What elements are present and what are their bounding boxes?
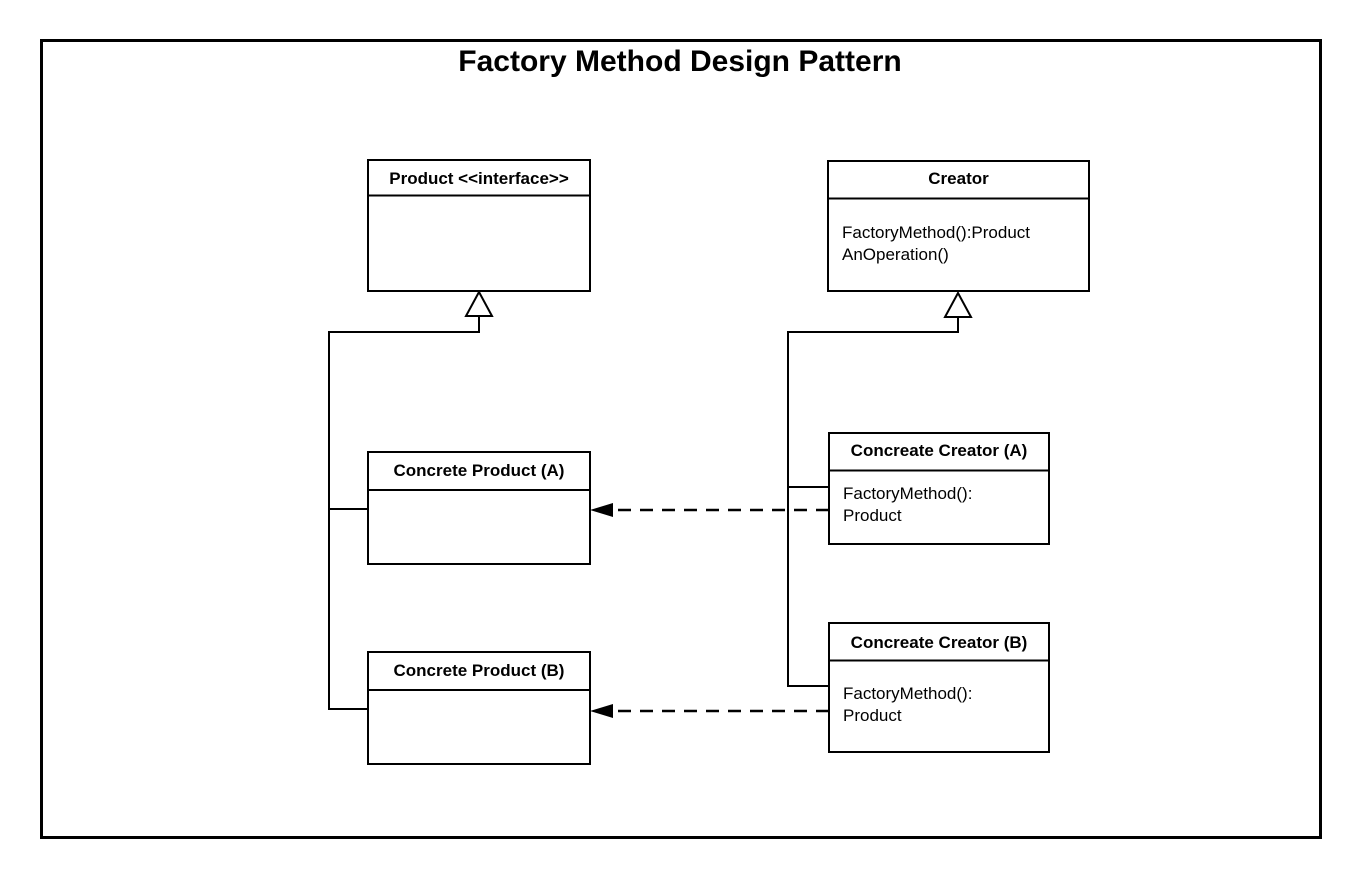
- inheritance-line-trunk: [787, 317, 959, 687]
- inheritance-connector-products: [328, 289, 494, 710]
- class-box: [367, 159, 591, 292]
- class-creator: Creator FactoryMethod():Product AnOperat…: [827, 160, 1090, 292]
- class-box: [827, 160, 1090, 292]
- class-method-line: Product: [843, 506, 902, 525]
- inheritance-triangle-icon: [464, 289, 494, 317]
- class-method-line: Product: [843, 706, 902, 725]
- class-concrete-product-b: Concrete Product (B): [367, 651, 591, 765]
- class-name: Concrete Product (B): [394, 661, 565, 680]
- class-method-line: FactoryMethod():: [843, 484, 972, 503]
- class-name: Concrete Product (A): [394, 461, 565, 480]
- inheritance-triangle-icon: [943, 290, 973, 318]
- class-method-line: FactoryMethod():: [843, 684, 972, 703]
- arrowhead-left-icon: [590, 503, 613, 517]
- class-concreate-creator-a: Concreate Creator (A) FactoryMethod(): P…: [828, 432, 1050, 545]
- class-method-line: AnOperation(): [842, 245, 949, 264]
- dependency-arrow-creator-a-to-product-a: [590, 503, 829, 517]
- class-method-line: FactoryMethod():Product: [842, 223, 1030, 242]
- inheritance-line-trunk: [328, 316, 480, 710]
- class-name: Concreate Creator (B): [851, 633, 1028, 652]
- class-box: [828, 622, 1050, 753]
- arrowhead-left-icon: [590, 704, 613, 718]
- class-name: Concreate Creator (A): [851, 441, 1028, 460]
- dependency-arrow-creator-b-to-product-b: [590, 704, 829, 718]
- class-product-interface: Product <<interface>>: [367, 159, 591, 292]
- class-name: Product <<interface>>: [389, 169, 569, 188]
- class-concrete-product-a: Concrete Product (A): [367, 451, 591, 565]
- diagram-border: [40, 39, 1322, 839]
- inheritance-connector-creators: [787, 290, 973, 687]
- class-box: [367, 651, 591, 765]
- class-concreate-creator-b: Concreate Creator (B) FactoryMethod(): P…: [828, 622, 1050, 753]
- class-box: [828, 432, 1050, 545]
- diagram-title: Factory Method Design Pattern: [458, 45, 901, 78]
- class-name: Creator: [928, 169, 989, 188]
